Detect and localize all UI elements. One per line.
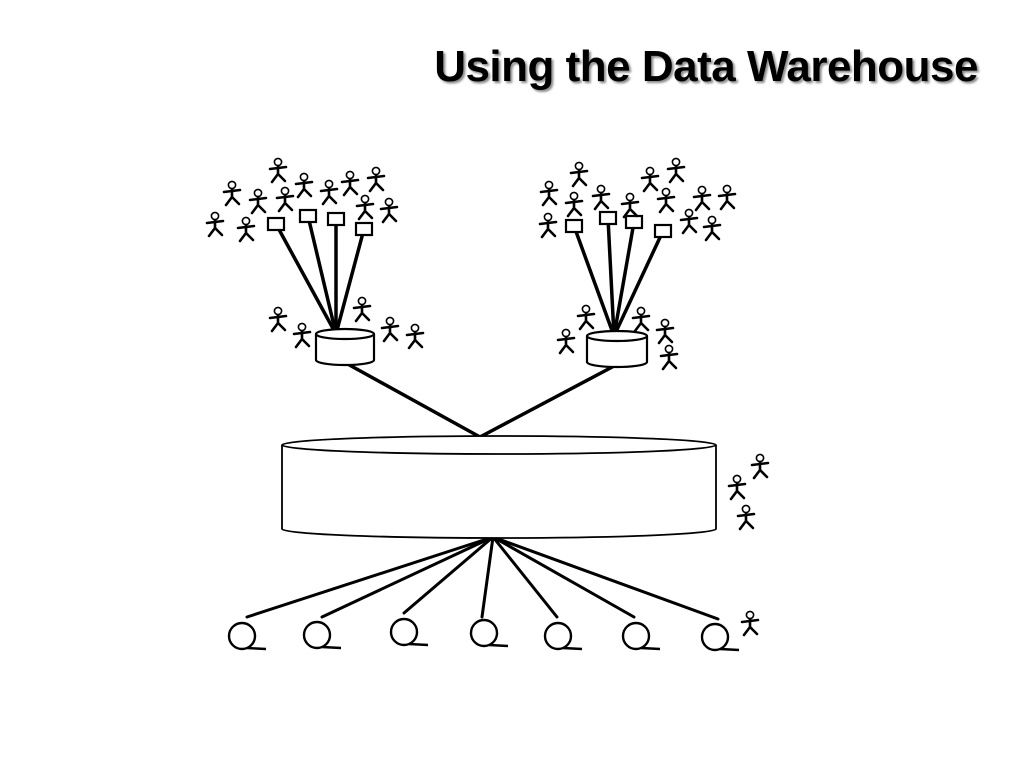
archive-link [480, 535, 495, 619]
user-icon [292, 322, 312, 349]
user-icon [205, 211, 225, 238]
user-icon [564, 191, 584, 218]
tape-reel-icon [621, 621, 661, 651]
departmental-store-left [314, 327, 376, 367]
tape-reel-icon [469, 618, 509, 648]
user-icon [750, 453, 770, 480]
tape-reel-icon [389, 617, 429, 647]
user-icon [538, 212, 558, 239]
archive-link [402, 535, 495, 615]
user-icon [355, 194, 375, 221]
user-icon [319, 179, 339, 206]
connector-lines [245, 214, 720, 621]
archive-link [491, 535, 636, 619]
archive-link [245, 535, 495, 619]
user-icon [268, 306, 288, 333]
terminal-icon [266, 216, 286, 232]
user-icon [539, 180, 559, 207]
user-icon [740, 610, 760, 637]
slide-title: Using the Data Warehouse [434, 42, 978, 91]
terminal-link [306, 214, 338, 336]
tape-reel-icon [302, 620, 342, 650]
branch-link [478, 363, 618, 439]
user-icon [405, 323, 425, 350]
tape-reel-icon [543, 621, 583, 651]
user-icon [702, 215, 722, 242]
users [205, 157, 770, 637]
terminal-link [334, 227, 366, 336]
user-icon [569, 161, 589, 188]
user-icon [717, 184, 737, 211]
user-icon [248, 188, 268, 215]
user-icon [655, 318, 675, 345]
user-icon [620, 192, 640, 219]
user-icon [656, 187, 676, 214]
user-icon [576, 304, 596, 331]
user-icon [352, 296, 372, 323]
user-icon [340, 170, 360, 197]
user-icon [294, 172, 314, 199]
archive-link [491, 535, 720, 621]
tape-reel-icon [227, 621, 267, 651]
user-icon [679, 208, 699, 235]
user-icon [736, 504, 756, 531]
terminal-icon [653, 223, 673, 239]
user-icon [268, 157, 288, 184]
user-icon [727, 474, 747, 501]
terminal-icon [564, 218, 584, 234]
departmental-store-right [585, 329, 649, 369]
terminal-icon [598, 210, 618, 226]
user-icon [591, 184, 611, 211]
terminal-link [606, 216, 616, 338]
shapes [227, 208, 740, 652]
user-icon [275, 186, 295, 213]
terminal-link [612, 220, 636, 338]
user-icon [366, 166, 386, 193]
terminal-link [274, 222, 338, 336]
archive-link [320, 535, 495, 619]
user-icon [666, 157, 686, 184]
user-icon [659, 344, 679, 371]
data-warehouse-cylinder [281, 435, 717, 539]
user-icon [692, 185, 712, 212]
terminal-link [572, 224, 616, 338]
terminal-icon [298, 208, 318, 224]
branch-link [342, 360, 482, 439]
archive-link [491, 535, 559, 619]
user-icon [631, 306, 651, 333]
user-icon [640, 166, 660, 193]
user-icon [380, 316, 400, 343]
user-icon [236, 216, 256, 243]
user-icon [222, 180, 242, 207]
tape-reel-icon [700, 622, 740, 652]
user-icon [379, 197, 399, 224]
terminal-icon [624, 214, 644, 230]
terminal-icon [354, 221, 374, 237]
terminal-link [612, 229, 665, 338]
terminal-icon [326, 211, 346, 227]
user-icon [556, 328, 576, 355]
